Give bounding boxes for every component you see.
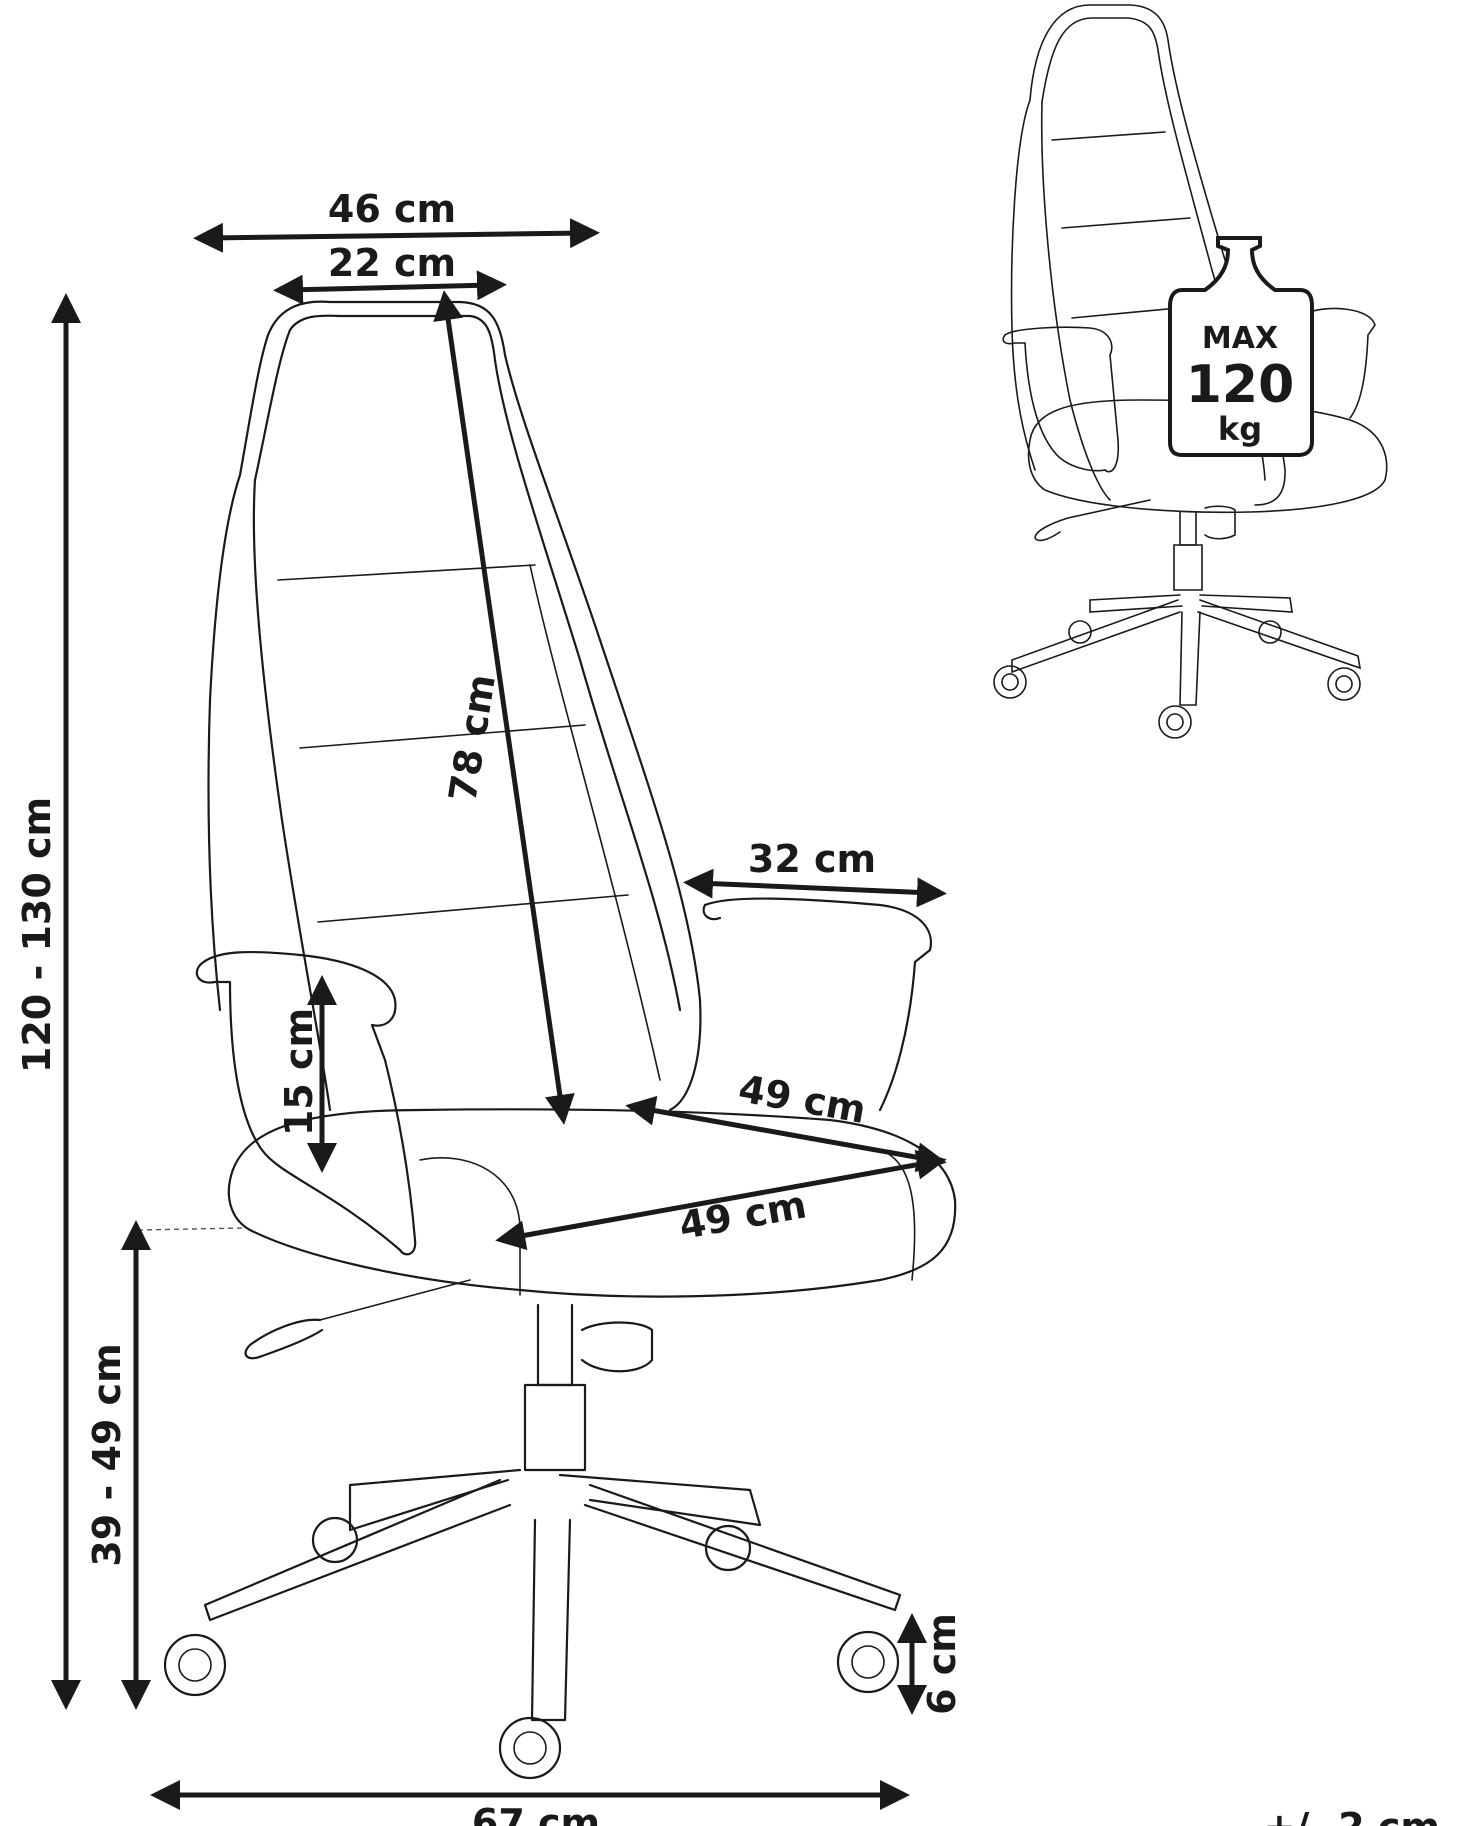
castor-wheels — [163, 1516, 900, 1780]
base-width-label: 67 cm — [472, 1801, 600, 1826]
weight-max-label: MAX — [1202, 321, 1278, 356]
castor-height-label: 6 cm — [920, 1613, 964, 1715]
weight-unit: kg — [1218, 410, 1262, 448]
main-chair-drawing — [137, 300, 957, 1780]
seat-height-label: 39 - 49 cm — [85, 1343, 129, 1566]
max-weight-badge: MAX 120 kg — [1168, 236, 1314, 457]
tolerance-label: +/- 2 cm — [1263, 1805, 1440, 1826]
weight-value: 120 — [1186, 355, 1295, 415]
armrest-height-label: 15 cm — [277, 1008, 321, 1136]
top-width-label: 46 cm — [328, 187, 456, 231]
headrest-width-label: 22 cm — [328, 241, 456, 285]
seat-width-label: 49 cm — [676, 1182, 810, 1248]
small-chair-drawing — [993, 4, 1388, 739]
backrest-height-label: 78 cm — [440, 671, 504, 805]
seat-depth-label: 49 cm — [735, 1066, 869, 1132]
total-height-label: 120 - 130 cm — [15, 797, 59, 1073]
dimension-arrows — [51, 218, 947, 1810]
armrest-width-label: 32 cm — [748, 837, 876, 881]
